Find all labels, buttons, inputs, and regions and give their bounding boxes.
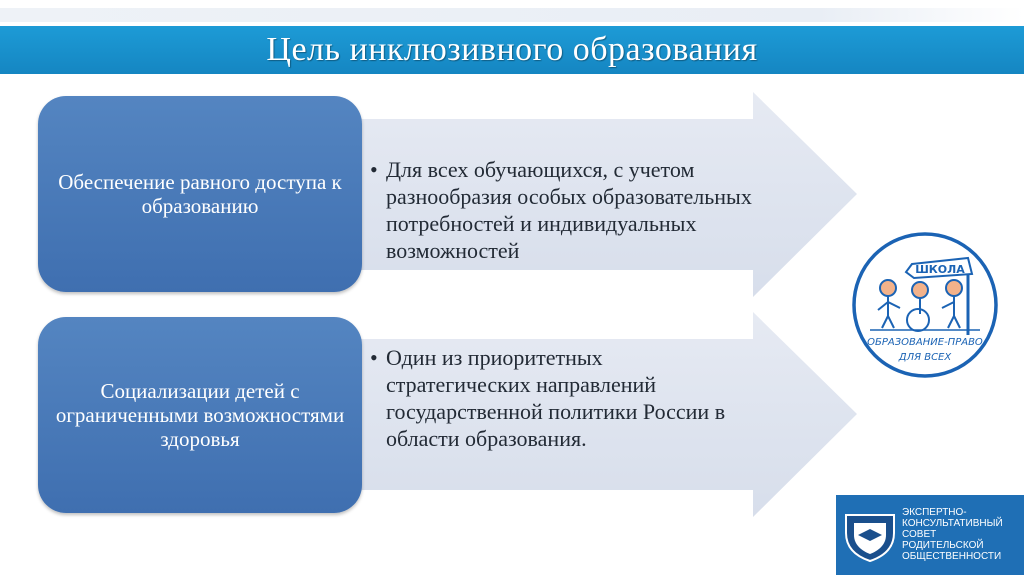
goal-box-1-text: Обеспечение равного доступа к образовани… [58, 170, 342, 218]
bullet-dot-icon: • [370, 157, 378, 182]
svg-text:ДЛЯ ВСЕХ: ДЛЯ ВСЕХ [898, 352, 953, 363]
bullet-2: • Один из приоритетных стратегических на… [370, 344, 746, 452]
council-name: ЭКСПЕРТНО- КОНСУЛЬТАТИВНЫЙ СОВЕТ РОДИТЕЛ… [902, 507, 1003, 562]
svg-text:ОБРАЗОВАНИЕ-ПРАВО: ОБРАЗОВАНИЕ-ПРАВО [867, 337, 983, 348]
bullet-1-text: Для всех обучающихся, с учетом разнообра… [386, 157, 752, 263]
arrow-2 [345, 312, 857, 517]
goal-box-2: Социализации детей с ограниченными возмо… [38, 317, 362, 513]
school-logo: ШКОЛА ОБРАЗОВАНИЕ-ПРАВО ДЛЯ ВСЕХ [852, 232, 998, 378]
svg-text:ШКОЛА: ШКОЛА [915, 263, 965, 276]
bullet-2-text: Один из приоритетных стратегических напр… [386, 345, 726, 451]
arrow-1 [345, 92, 857, 297]
goal-box-2-text: Социализации детей с ограниченными возмо… [55, 379, 345, 451]
bullet-dot-icon: • [370, 345, 378, 370]
council-emblem-icon [845, 514, 895, 563]
title-bar [0, 26, 1024, 74]
page-title: Цель инклюзивного образования [266, 31, 758, 68]
title-bar-decoration [0, 8, 1024, 22]
bullet-1: • Для всех обучающихся, с учетом разнооб… [370, 156, 786, 264]
goal-box-1: Обеспечение равного доступа к образовани… [38, 96, 362, 292]
